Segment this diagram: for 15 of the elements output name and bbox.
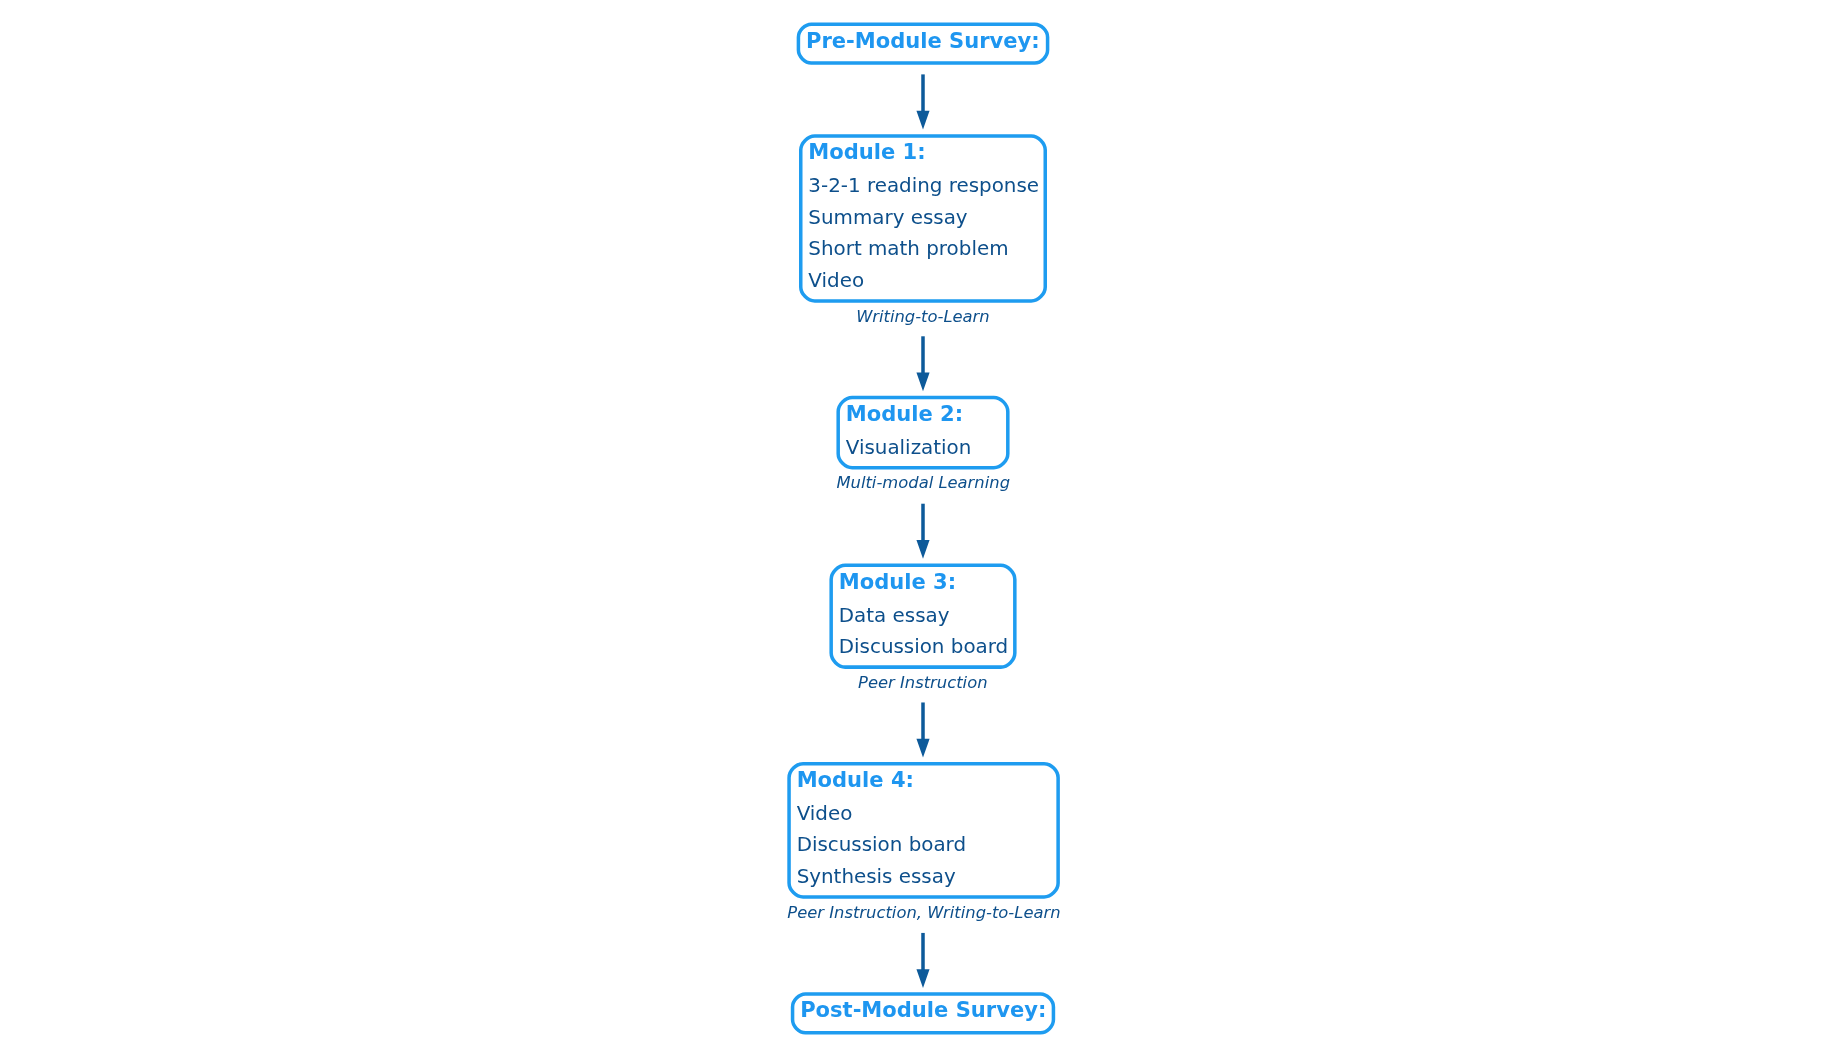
node-box: Module 4: Video Discussion board Synthesis essay <box>787 761 1060 899</box>
arrow <box>916 74 930 130</box>
node-label: Writing-to-Learn <box>856 306 990 326</box>
node-label: Peer Instruction <box>858 672 988 692</box>
node-box: Module 1: 3-2-1 reading response Summary essay Short math problem Video <box>799 134 1047 303</box>
arrow <box>916 336 930 392</box>
node-box: Post-Module Survey: <box>790 992 1056 1035</box>
node-label: Peer Instruction, Writing-to-Learn <box>787 902 1061 922</box>
node-box: Module 3: Data essay Discussion board <box>829 563 1017 669</box>
node-box: Module 2: Visualization <box>836 395 1010 470</box>
node-box: Pre-Module Survey: <box>796 22 1050 65</box>
arrow <box>916 503 930 559</box>
node-label: Multi-modal Learning <box>836 473 1011 493</box>
arrow <box>916 932 930 988</box>
arrow <box>916 702 930 758</box>
